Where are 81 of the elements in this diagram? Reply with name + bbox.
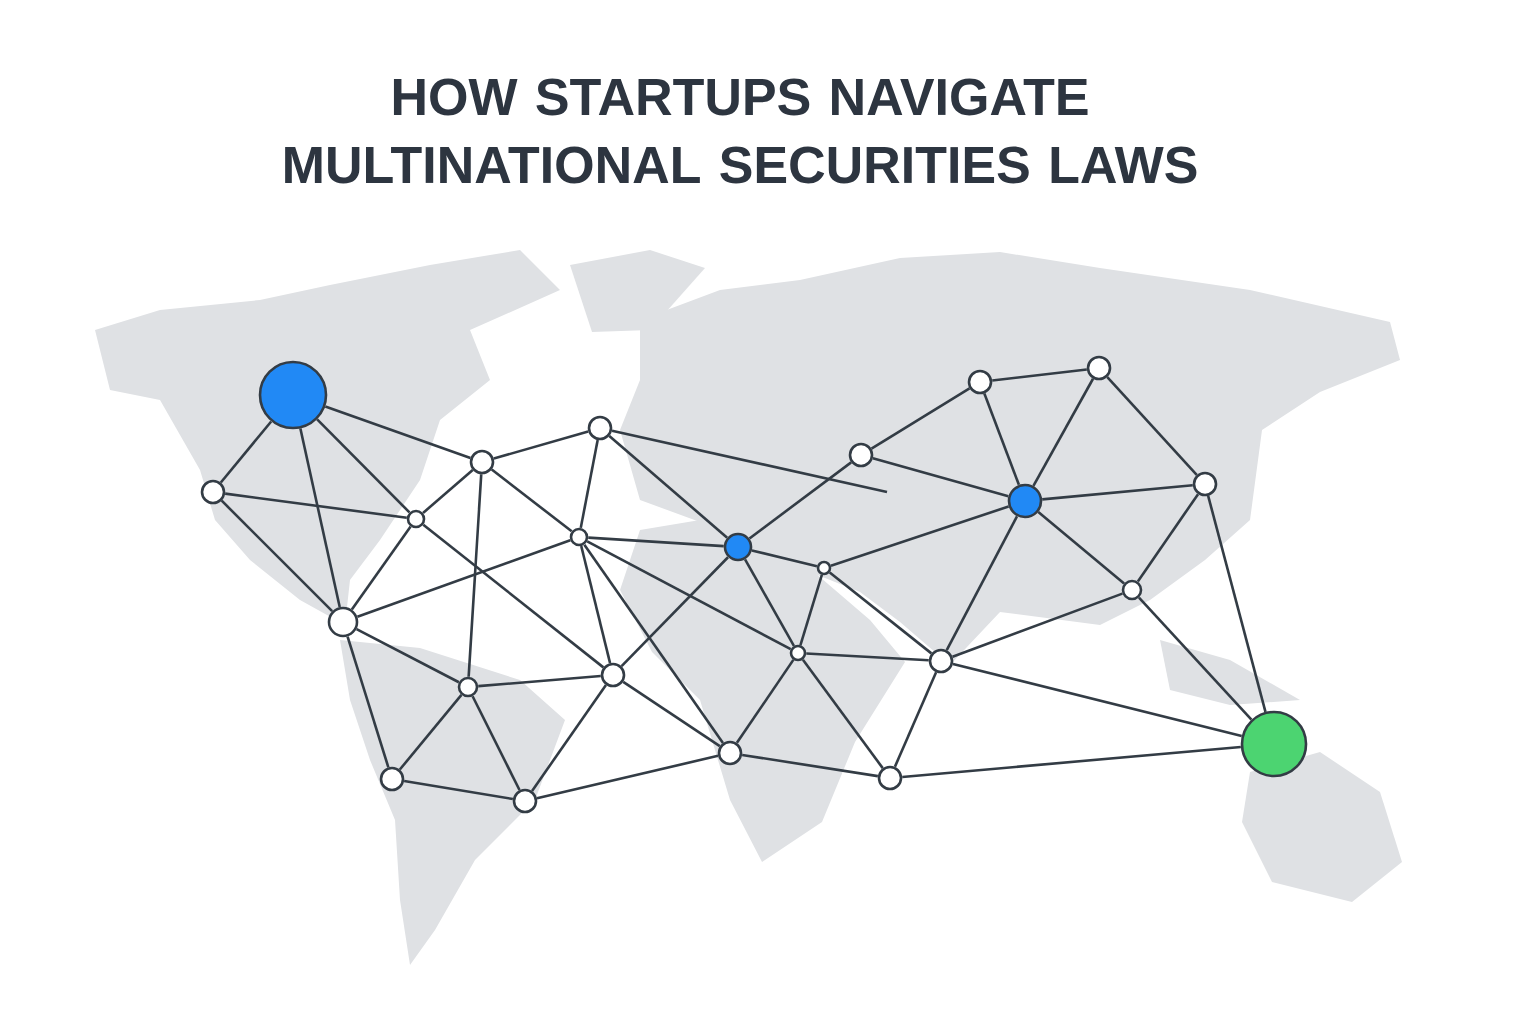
connector-line (403, 779, 514, 801)
network-node (816, 560, 832, 576)
connector-line (622, 680, 721, 748)
connector-line (299, 428, 341, 608)
connector-line (608, 435, 729, 539)
connector-line (220, 499, 334, 613)
network-node (406, 509, 426, 529)
connector-line (735, 659, 795, 744)
network-node (200, 479, 226, 505)
connector-line (346, 636, 390, 768)
connector-line (1138, 596, 1253, 721)
connector-line (828, 571, 933, 655)
target-node (1240, 710, 1308, 778)
network-node (379, 766, 405, 792)
connector-line (983, 393, 1021, 486)
connector-line (490, 468, 573, 533)
network-node (848, 442, 874, 468)
connector-line (801, 658, 884, 769)
connector-line (870, 387, 971, 450)
connector-line (219, 420, 273, 484)
connector-line (531, 684, 608, 792)
connector-line (579, 545, 612, 664)
network-node (967, 369, 993, 395)
connector-line (422, 523, 605, 669)
connector-line (1206, 495, 1267, 713)
connector-line (467, 474, 483, 677)
connector-line (992, 368, 1087, 382)
connector-line (316, 418, 411, 514)
network-node (877, 765, 903, 791)
connector-line (1106, 376, 1198, 476)
connector-line (471, 695, 521, 791)
connector-line (356, 627, 460, 684)
connector-line (350, 525, 412, 611)
hub-node (258, 360, 328, 430)
network-node (469, 449, 495, 475)
network-node (457, 676, 479, 698)
connector-line (1136, 493, 1200, 583)
connector-line (952, 592, 1123, 658)
connector-line (536, 754, 719, 800)
connector-line (751, 549, 818, 568)
connector-line (493, 430, 589, 460)
connector-line (398, 694, 463, 771)
network-node (569, 527, 589, 547)
connector-line (225, 492, 407, 520)
connector-line (945, 515, 1019, 651)
connector-line (872, 457, 1009, 498)
network-node (1121, 579, 1143, 601)
connector-line (579, 439, 599, 529)
connector-line (588, 536, 724, 548)
network-node (789, 644, 807, 662)
network-node (1192, 471, 1218, 497)
connector-line (324, 405, 471, 460)
connector-line (611, 429, 888, 494)
connector-line (1037, 511, 1125, 585)
connector-line (799, 574, 824, 646)
connector-line (830, 505, 1009, 567)
hub-node (723, 532, 753, 562)
title: HOW STARTUPS NAVIGATE MULTINATIONAL SECURITIES LAWS (285, 78, 1197, 184)
connector-line (586, 540, 792, 651)
connector-line (748, 461, 852, 540)
network-node (512, 788, 538, 814)
connector-line (583, 543, 725, 744)
connector-line (902, 745, 1241, 779)
connector-line (422, 469, 474, 514)
network-node (587, 415, 613, 441)
connector-line (1032, 378, 1095, 487)
network-node (327, 606, 359, 638)
connector-line (478, 674, 601, 688)
connector-line (620, 556, 729, 668)
network-node (928, 648, 954, 674)
connector-line (741, 753, 879, 778)
network-node (717, 740, 743, 766)
connector-line (743, 558, 796, 647)
network-node (600, 662, 626, 688)
connector-line (1042, 483, 1193, 501)
connector-line (806, 652, 929, 662)
connector-line (893, 671, 938, 768)
connector-line (356, 538, 571, 619)
connector-line (952, 662, 1242, 738)
hub-node (1007, 483, 1043, 519)
network-node (1086, 355, 1112, 381)
